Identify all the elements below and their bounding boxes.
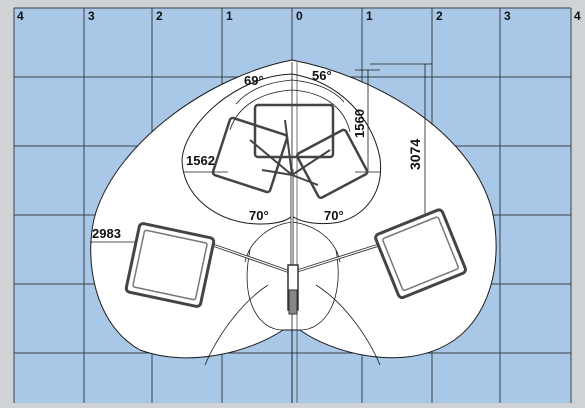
boom-left-inner — [209, 243, 291, 273]
linkage-arm — [291, 149, 331, 176]
height-label-total: 3074 — [407, 139, 423, 170]
platform-left — [124, 222, 216, 308]
angle-label-lower-left: 70° — [249, 208, 269, 223]
column-labels: 4 3 2 1 0 1 2 3 4 — [17, 9, 581, 23]
dimension-labels: 69° 56° 1562 2983 70° 70° 1560 3074 — [92, 68, 423, 241]
angle-label-upper-left: 69° — [244, 73, 264, 88]
platform-top-right — [295, 128, 369, 200]
segment-line — [299, 249, 339, 331]
height-label-platform: 1560 — [352, 109, 367, 138]
platform-inner — [382, 216, 460, 292]
column-label: 0 — [296, 9, 303, 23]
segment-line — [246, 249, 284, 331]
platform-outline — [124, 222, 216, 308]
linkage-arm — [284, 119, 293, 176]
segment-line — [204, 284, 269, 366]
column-label: 4 — [17, 9, 24, 23]
platform-outline — [295, 128, 369, 200]
platform-top-left — [211, 116, 289, 194]
platform-right — [374, 208, 467, 300]
column-label: 3 — [504, 9, 511, 23]
column-label: 1 — [226, 9, 233, 23]
radius-label-inner: 1562 — [186, 153, 215, 168]
column-label: 2 — [436, 9, 443, 23]
platform-outline — [211, 116, 289, 194]
booms-inner — [209, 170, 383, 273]
boom-right-inner — [293, 243, 383, 273]
linkage-arm — [291, 174, 319, 186]
platform-inner — [132, 229, 208, 301]
angle-label-lower-right: 70° — [324, 208, 344, 223]
base-lower — [288, 289, 298, 315]
radius-label-outer: 2983 — [92, 226, 121, 241]
segment-line — [315, 284, 381, 366]
platform-outline — [253, 103, 335, 159]
envelope-segments — [204, 89, 381, 366]
column-label: 4 — [574, 9, 581, 23]
column-label: 2 — [156, 9, 163, 23]
column-label: 1 — [366, 9, 373, 23]
column-label: 3 — [88, 9, 95, 23]
angle-label-upper-right: 56° — [312, 68, 332, 83]
platform-top-center — [253, 103, 335, 159]
